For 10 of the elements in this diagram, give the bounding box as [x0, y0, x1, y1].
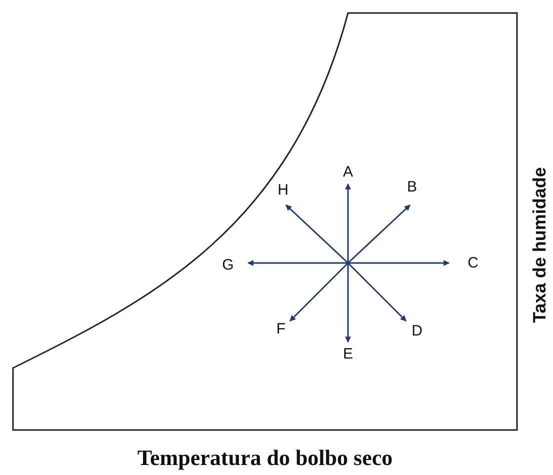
direction-label: E	[343, 346, 353, 362]
x-axis-title: Temperatura do bolbo seco	[137, 445, 393, 471]
direction-label: G	[222, 256, 234, 274]
direction-label: D	[412, 322, 422, 340]
y-axis-title: Taxa de humidade	[530, 167, 550, 323]
direction-label: F	[276, 320, 286, 338]
direction-label: B	[407, 178, 417, 196]
direction-label: C	[468, 254, 478, 272]
direction-label: A	[343, 164, 353, 180]
direction-label: H	[278, 182, 288, 198]
